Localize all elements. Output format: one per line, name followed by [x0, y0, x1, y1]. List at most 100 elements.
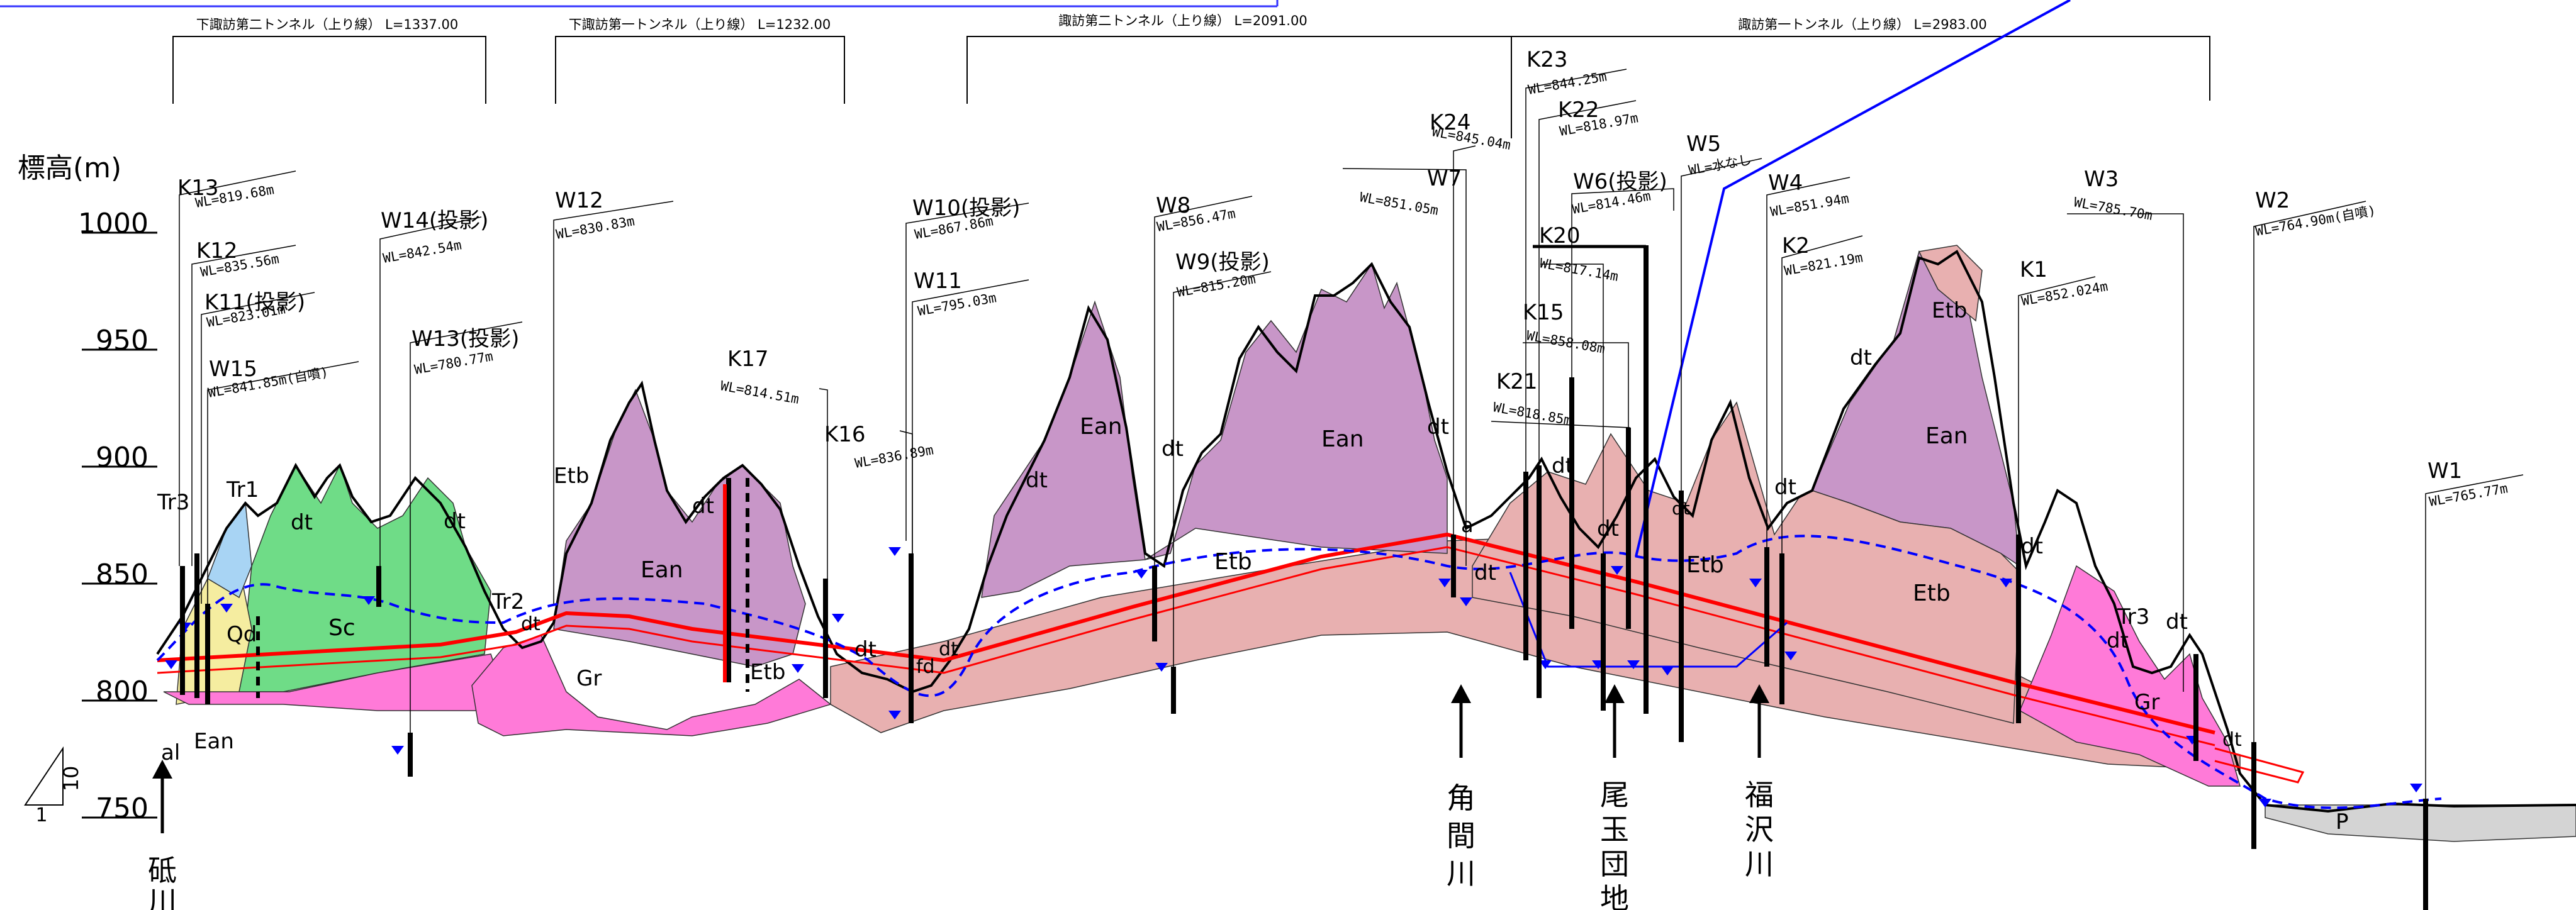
- geo-Ean-left: Ean: [194, 729, 234, 754]
- geo-Etb-1: Etb: [554, 463, 589, 489]
- bh-K20-wl: WL=817.14m: [1538, 255, 1620, 284]
- tunnel-label-shimosuwa-1: 下諏訪第一トンネル（上り線） L=1232.00: [569, 17, 831, 32]
- river-odama-char-2: 玉: [1600, 813, 1629, 846]
- bh-W5-name: W5: [1686, 131, 1721, 157]
- geology-labels: Tr3 Tr1 dt dt Qd Sc al Ean Tr2 dt Etb Ea…: [157, 298, 2349, 835]
- river-togawa-char-2: 川: [148, 885, 177, 910]
- bh-W13-name: W13(投影): [412, 326, 519, 352]
- bh-K21-name: K21: [1496, 369, 1538, 394]
- bh-W13-wl: WL=780.77m: [413, 348, 495, 377]
- geo-Ean-4: Ean: [1925, 423, 1968, 449]
- geo-Etb-4: Etb: [1686, 552, 1724, 578]
- geo-Etb-3: Etb: [1214, 549, 1252, 575]
- bh-K15-name: K15: [1523, 300, 1564, 325]
- river-fukusawa-char-1: 福: [1745, 778, 1774, 812]
- geo-Tr3-right: Tr3: [2117, 604, 2149, 630]
- axis-title: 標高(m): [18, 152, 121, 184]
- river-togawa-char-1: 砥: [148, 853, 177, 887]
- bh-W14-name: W14(投影): [381, 208, 488, 233]
- bh-W7-wl: WL=851.05m: [1358, 189, 1440, 218]
- bh-W6-name: W6(投影): [1573, 169, 1667, 194]
- geo-Etb-6: Etb: [1913, 580, 1951, 606]
- river-fukusawa-char-3: 川: [1745, 847, 1774, 881]
- geo-dt-5: dt: [854, 637, 876, 662]
- geo-dt-18: dt: [2166, 609, 2188, 635]
- bh-W3-wl: WL=785.70m: [2073, 194, 2154, 223]
- geo-fd: fd: [916, 656, 935, 678]
- geo-dt-9: dt: [1427, 414, 1449, 440]
- geo-dt-12: dt: [1597, 516, 1619, 541]
- geo-dt-17: dt: [2107, 628, 2129, 653]
- bh-K1-wl: WL=852.024m: [2020, 279, 2109, 309]
- bh-K24-wl: WL=845.04m: [1431, 124, 1512, 153]
- geo-dt-7: dt: [1026, 468, 1048, 493]
- geo-dt-19: dt: [2222, 729, 2242, 751]
- tick-850: 850: [96, 558, 148, 591]
- bh-W14-wl: WL=842.54m: [382, 237, 463, 266]
- borehole-shafts: [180, 245, 2428, 910]
- tunnel-label-shimosuwa-2: 下諏訪第二トンネル（上り線） L=1337.00: [196, 17, 458, 32]
- geo-Etb-5: Etb: [1932, 298, 1967, 323]
- geo-dt-10: dt: [1474, 560, 1496, 585]
- geo-Tr3-left: Tr3: [157, 490, 189, 515]
- bh-W12-name: W12: [555, 188, 603, 213]
- tunnel-label-suwa-2: 諏訪第二トンネル（上り線） L=2091.00: [1058, 13, 1307, 28]
- ground-surface: [156, 250, 2576, 813]
- tick-750: 750: [96, 792, 148, 824]
- geo-Gr-2: Gr: [2134, 690, 2159, 715]
- bh-W8-name: W8: [1156, 193, 1190, 218]
- river-fukusawa-char-2: 沢: [1745, 813, 1774, 846]
- bh-K13-name: K13: [177, 175, 219, 201]
- bh-W11-wl: WL=795.03m: [917, 290, 998, 319]
- geo-Sc: Sc: [328, 615, 356, 641]
- river-kakuma-char-2: 間: [1447, 819, 1476, 853]
- bh-K16-name: K16: [824, 422, 866, 447]
- unit-Gr-mid: [471, 635, 832, 736]
- tick-950: 950: [96, 325, 148, 357]
- geo-Ean-3: Ean: [1321, 426, 1364, 452]
- tunnel-label-suwa-1: 諏訪第一トンネル（上り線） L=2983.00: [1738, 17, 1986, 32]
- borehole-leaders: [179, 69, 2524, 799]
- river-markers: 砥 川 角 間 川 尾 玉 団 地 福 沢 川: [148, 684, 1774, 910]
- geo-Gr-1: Gr: [576, 666, 602, 691]
- river-odama-char-1: 尾: [1600, 778, 1629, 812]
- top-frame: [0, 0, 1279, 8]
- geo-dt-16: dt: [2021, 534, 2043, 559]
- geo-a: a: [1461, 513, 1474, 537]
- bh-K11-name: K11(投影): [204, 290, 305, 315]
- ratio-vertical: 10: [59, 766, 83, 792]
- geo-dt-6: dt: [939, 638, 958, 660]
- fault-lines: [256, 478, 749, 698]
- bh-W1-name: W1: [2428, 458, 2462, 484]
- geo-Qd: Qd: [227, 622, 257, 647]
- geo-Tr2: Tr2: [491, 589, 524, 614]
- geo-dt-14: dt: [1774, 475, 1796, 500]
- bh-W7-name: W7: [1427, 166, 1462, 191]
- river-odama-char-4: 地: [1600, 882, 1629, 910]
- geo-dt-4: dt: [692, 494, 714, 519]
- tick-900: 900: [96, 441, 148, 474]
- scale-ratio: 10 1: [24, 746, 83, 826]
- ratio-horizontal: 1: [35, 804, 47, 826]
- water-level-markers: [165, 547, 2422, 807]
- bh-W15-name: W15: [209, 357, 257, 382]
- bh-K24-name: K24: [1430, 110, 1471, 135]
- river-kakuma-char-1: 角: [1447, 781, 1476, 815]
- geo-Ean-2: Ean: [1080, 414, 1123, 440]
- tunnel-brackets: [172, 36, 2210, 138]
- geo-Tr1: Tr1: [226, 477, 259, 502]
- geo-Etb-2: Etb: [750, 660, 785, 685]
- geo-dt-15: dt: [1850, 345, 1872, 370]
- bh-K17-name: K17: [727, 347, 769, 372]
- bh-K17-wl: WL=814.51m: [719, 378, 800, 407]
- unit-Sc: [238, 464, 491, 692]
- bh-K23-name: K23: [1526, 47, 1568, 72]
- geo-dt-11: dt: [1552, 453, 1574, 479]
- geo-Ean-1: Ean: [641, 557, 683, 583]
- geo-dt-1: dt: [291, 510, 313, 535]
- bh-K23-wl: WL=844.25m: [1527, 69, 1608, 97]
- geo-dt-2: dt: [444, 509, 466, 534]
- tick-1000: 1000: [78, 208, 148, 240]
- geo-P: P: [2336, 809, 2349, 835]
